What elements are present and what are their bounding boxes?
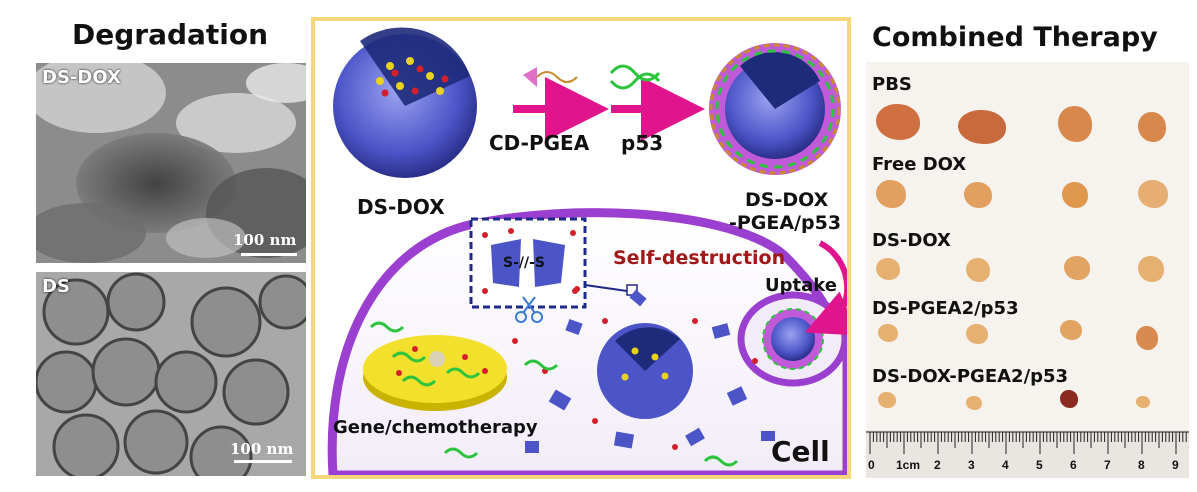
tumor (878, 324, 898, 342)
ruler-ticks (866, 431, 1189, 454)
label-complex-line2: -PGEA/p53 (729, 212, 842, 234)
tem-label-ds: DS (42, 276, 70, 297)
mechanism-drawing (327, 27, 847, 475)
tumor (966, 258, 990, 282)
label-ds-dox: DS-DOX (357, 195, 445, 219)
tumor (876, 104, 920, 140)
group-label-ds-dox-pgea2-p53: DS-DOX-PGEA2/p53 (872, 366, 1069, 387)
group-label-free-dox: Free DOX (872, 154, 967, 175)
ruler-label: 1cm (896, 458, 921, 472)
ruler: 0 1cm 2 3 4 5 6 7 8 9 (866, 430, 1189, 478)
tumor (1138, 112, 1166, 142)
tumor (966, 396, 982, 410)
tumor (1138, 180, 1168, 208)
label-gene-chemotherapy: Gene/chemotherapy (333, 417, 538, 438)
tem-texture-ds (36, 272, 306, 476)
tumor (1136, 396, 1150, 408)
label-cell: Cell (771, 435, 830, 468)
tumor-photo: PBS Free DOX DS-DOX DS-PGEA2/p53 DS-DOX-… (866, 62, 1189, 478)
label-complex-line1: DS-DOX (745, 189, 829, 211)
scale-text-top: 100 nm (233, 231, 297, 249)
tumor (1062, 182, 1088, 208)
label-disulfide: S-//-S (503, 255, 546, 271)
tumor (1136, 326, 1158, 350)
tumor (1064, 256, 1090, 280)
ds-dox-pgea-p53-complex (709, 43, 841, 175)
p53-dna-icon (609, 64, 661, 90)
ruler-label: 3 (968, 458, 975, 472)
tumor (1060, 320, 1082, 340)
ruler-label: 0 (868, 458, 875, 472)
label-self-destruction: Self-destruction (613, 247, 786, 269)
group-label-ds-pgea2-p53: DS-PGEA2/p53 (872, 298, 1019, 319)
tem-image-ds-dox: DS-DOX 100 nm (36, 63, 306, 263)
tem-image-ds: DS 100 nm (36, 272, 306, 476)
ruler-label: 6 (1070, 458, 1077, 472)
ruler-label: 9 (1172, 458, 1179, 472)
label-p53: p53 (621, 131, 664, 155)
scissors-icon (515, 296, 543, 323)
scale-bar-top (241, 253, 297, 256)
tumor (1138, 256, 1164, 282)
tumor (966, 324, 988, 344)
tumor (964, 182, 992, 208)
group-label-ds-dox: DS-DOX (872, 230, 951, 251)
tem-label-ds-dox: DS-DOX (42, 67, 121, 88)
uptake-arrow (804, 240, 847, 336)
group-label-pbs: PBS (872, 74, 912, 95)
scale-text-bottom: 100 nm (230, 440, 294, 458)
degradation-title: Degradation (72, 18, 269, 51)
combined-therapy-title: Combined Therapy (872, 22, 1158, 53)
tumor (1058, 106, 1092, 142)
cd-pgea-icon (523, 67, 578, 87)
disulfide-fragments (491, 239, 565, 287)
label-cd-pgea: CD-PGEA (489, 131, 590, 155)
tumor (1060, 390, 1078, 408)
scale-bar-bottom (234, 460, 292, 463)
ruler-label: 5 (1036, 458, 1043, 472)
tem-texture-ds-dox (36, 63, 306, 263)
scattered-fragments (525, 289, 775, 453)
ruler-label: 2 (934, 458, 941, 472)
ruler-label: 7 (1104, 458, 1111, 472)
ruler-label: 4 (1002, 458, 1009, 472)
ruler-label: 8 (1138, 458, 1145, 472)
degrading-particle (597, 323, 693, 419)
tumor (876, 258, 900, 280)
uptake-vesicle (737, 291, 847, 387)
inset-pointer-line (584, 284, 628, 292)
tumor (876, 180, 906, 208)
mechanism-diagram: DS-DOX CD-PGEA p53 DS-DOX -PGEA/p53 Self… (311, 17, 851, 479)
tumor (878, 392, 896, 408)
tumor (958, 110, 1006, 144)
ds-dox-nanoparticle (333, 27, 477, 178)
nucleus-disc (363, 335, 507, 411)
label-uptake: Uptake (765, 275, 837, 296)
